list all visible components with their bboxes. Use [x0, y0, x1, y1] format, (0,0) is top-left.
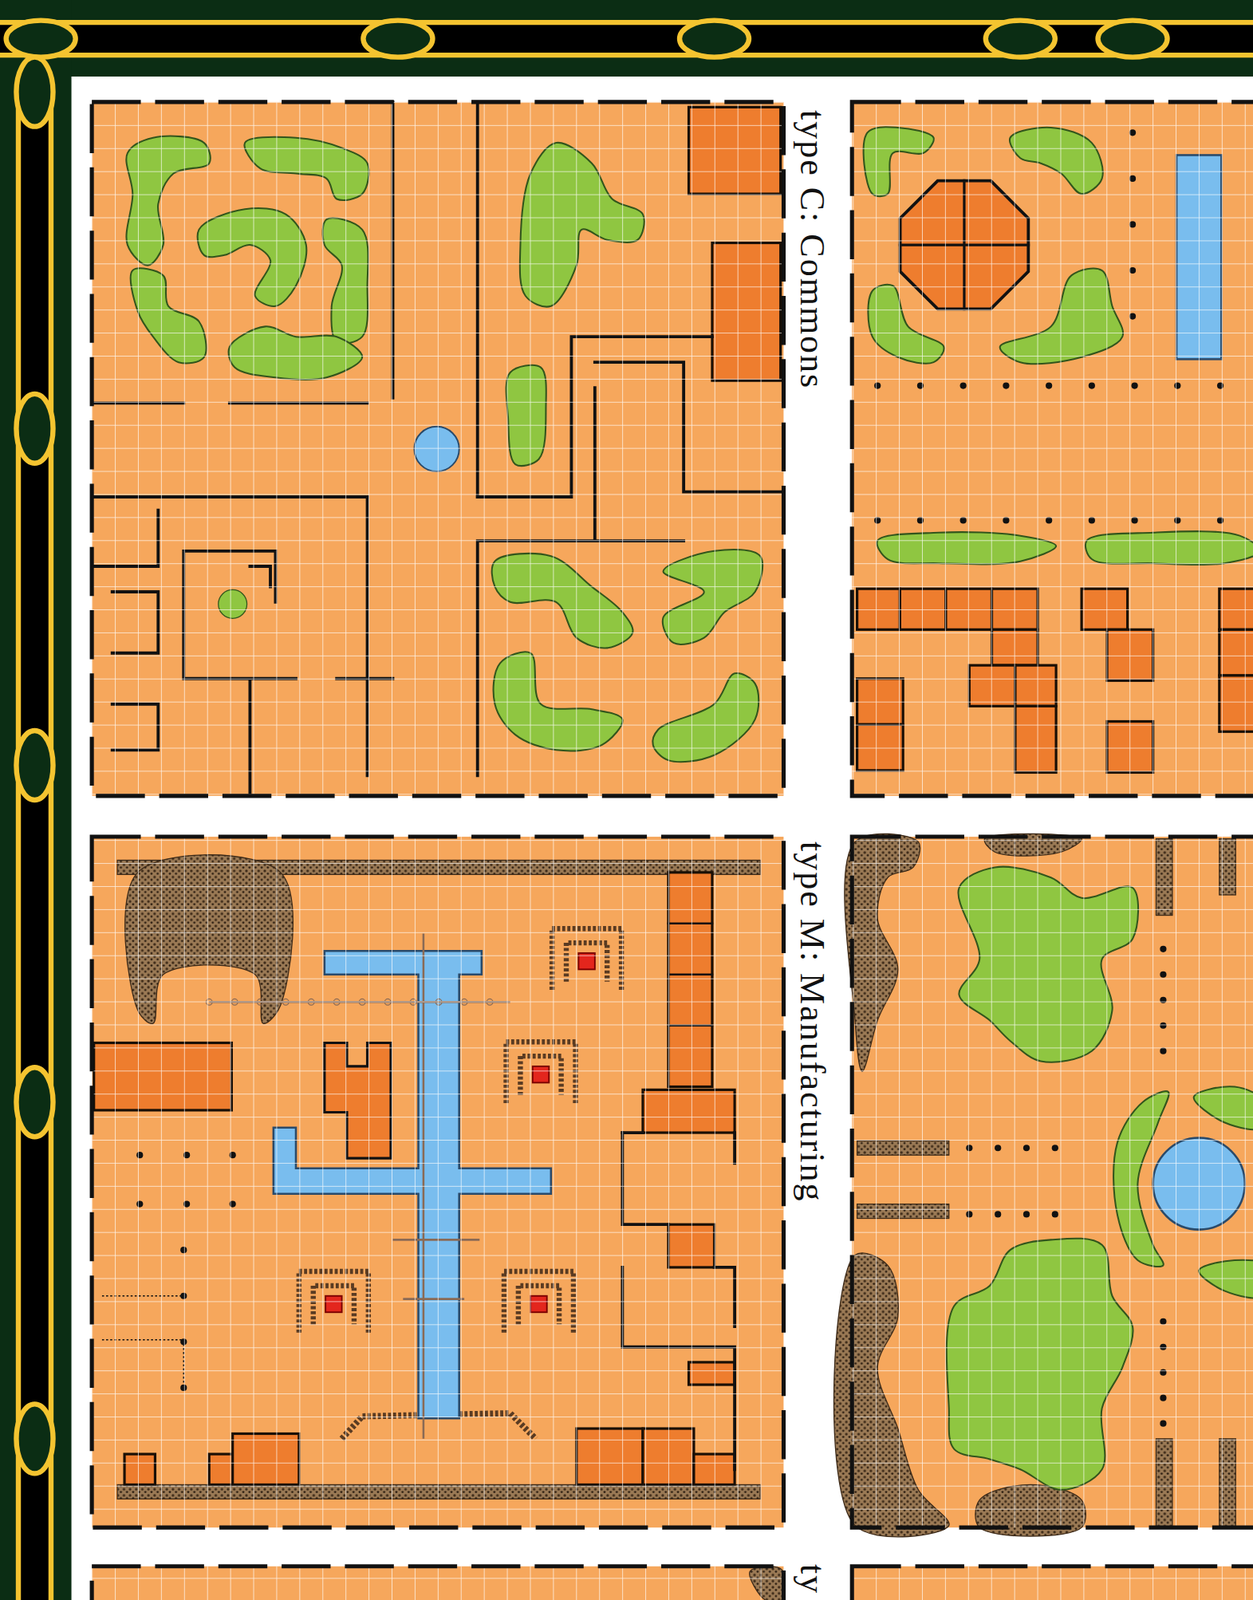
chain-knot [15, 730, 53, 800]
panel-borders [91, 102, 1253, 1600]
block-type-label: type C: Commons [794, 110, 830, 390]
chain-knot [15, 57, 53, 127]
map-panel [91, 836, 784, 1528]
block-type-label: type M: Manufacturing [794, 841, 830, 1203]
panel-border [91, 836, 784, 1528]
chain-border [0, 22, 1253, 56]
chain-knot [15, 1067, 53, 1137]
map-panel [851, 1566, 1253, 1600]
commons-block [91, 102, 784, 796]
panel-border [851, 1566, 1253, 1600]
map-panel [851, 836, 1253, 1528]
panel-border [851, 102, 1253, 796]
map-panel [91, 1566, 784, 1600]
panel-border [851, 836, 1253, 1528]
chain-knot [15, 1403, 53, 1474]
chain-knot [6, 20, 76, 58]
grid-overlay [91, 102, 1253, 1600]
grid [851, 102, 1253, 796]
chain-border [18, 91, 52, 1600]
chain-knot [15, 394, 53, 464]
map-panel [91, 102, 784, 796]
panel-border [91, 1566, 784, 1600]
grid [91, 102, 784, 796]
grid [851, 1566, 1253, 1600]
grid [91, 836, 784, 1528]
grid [851, 836, 1253, 1528]
block-type-label: ty [794, 1564, 830, 1595]
chain-knot [679, 20, 749, 58]
panel-border [91, 102, 784, 796]
grid [91, 1566, 784, 1600]
chain-knot [362, 20, 433, 58]
chain-knot [1098, 20, 1168, 58]
map-panels [91, 102, 1253, 1600]
map-panel [851, 102, 1253, 796]
chain-knot [985, 20, 1056, 58]
